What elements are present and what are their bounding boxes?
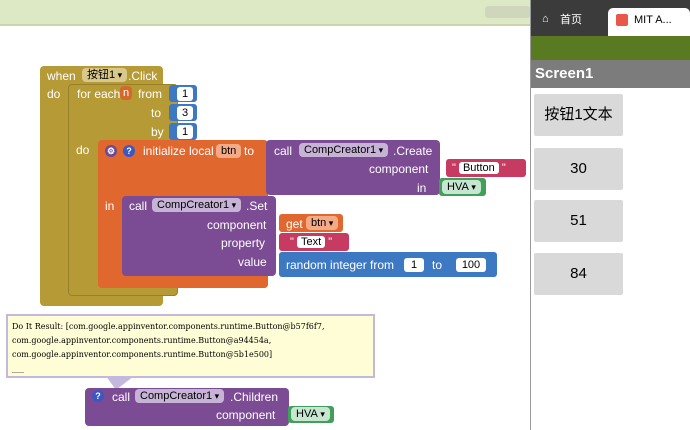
property-string-text: " Text " — [290, 236, 333, 248]
create-param-component: component — [369, 162, 429, 176]
set-method-label: .Set — [246, 199, 268, 213]
get-variable-dropdown[interactable]: btn — [306, 216, 339, 230]
property-string-value[interactable]: Text — [296, 236, 326, 248]
set-param-value: value — [238, 255, 267, 269]
initialize-bottom-bar — [98, 280, 268, 288]
gear-icon[interactable]: ⚙ — [105, 145, 117, 157]
tab-app-label: MIT A... — [634, 14, 672, 26]
children-hva-dropdown[interactable]: HVA — [291, 407, 330, 421]
phone-button-4[interactable]: 84 — [534, 253, 623, 295]
for-each-label: for each — [77, 87, 121, 101]
local-variable-name[interactable]: btn — [216, 144, 242, 158]
event-component-dropdown[interactable]: 按钮1 — [82, 68, 128, 82]
phone-status-bar — [531, 36, 690, 60]
create-param-in: in — [417, 181, 427, 195]
phone-button-2[interactable]: 30 — [534, 148, 623, 190]
create-method-label: .Create — [393, 144, 433, 158]
create-component-dropdown[interactable]: CompCreator1 — [299, 143, 389, 157]
set-call-label: call — [129, 199, 148, 213]
editor-scrollbar[interactable] — [485, 6, 530, 18]
result-line: ___ — [12, 364, 24, 373]
children-param-component: component — [216, 408, 276, 422]
phone-button-3[interactable]: 51 — [534, 200, 623, 242]
screen-title: Screen1 — [535, 65, 594, 82]
init-to-label: to — [244, 144, 255, 158]
random-to-value[interactable]: 100 — [456, 258, 486, 272]
event-do-label: do — [47, 87, 61, 101]
result-line: com.google.appinventor.components.runtim… — [12, 336, 272, 345]
children-call-label: call — [112, 390, 131, 404]
from-label: from — [138, 87, 162, 101]
initialize-local-label: initialize local — [143, 144, 214, 158]
set-component-dropdown[interactable]: CompCreator1 — [152, 198, 242, 212]
phone-button-1[interactable]: 按钮1文本 — [534, 94, 623, 136]
children-method-label: .Children — [230, 390, 279, 404]
help-icon[interactable]: ? — [92, 390, 104, 402]
from-value[interactable]: 1 — [177, 87, 193, 101]
by-value[interactable]: 1 — [177, 125, 193, 139]
screen-title-bar — [531, 60, 690, 88]
help-icon[interactable]: ? — [123, 145, 135, 157]
set-param-component: component — [207, 218, 267, 232]
to-value[interactable]: 3 — [177, 106, 193, 120]
create-string-value[interactable]: Button — [458, 162, 499, 174]
init-in-label: in — [105, 199, 115, 213]
do-it-result-bubble — [6, 314, 375, 378]
set-param-property: property — [221, 236, 266, 250]
event-name-label: .Click — [128, 69, 158, 83]
editor-top-line — [0, 24, 530, 26]
result-line: Do It Result: [com.google.appinventor.co… — [12, 322, 325, 331]
to-label: to — [151, 106, 162, 120]
tab-home[interactable]: ⌂ 首页 — [534, 8, 604, 32]
home-icon: ⌂ — [542, 13, 549, 25]
tab-home-label: 首页 — [560, 14, 582, 26]
result-line: com.google.appinventor.components.runtim… — [12, 350, 273, 359]
loop-variable[interactable]: n — [120, 86, 133, 100]
random-to-label: to — [432, 258, 443, 272]
editor-top-strip — [0, 0, 530, 24]
create-string-text: " Button " — [452, 162, 506, 174]
by-label: by — [151, 125, 164, 139]
random-integer-label: random integer from — [286, 258, 395, 272]
when-label: when — [47, 69, 76, 83]
app-favicon-icon — [616, 14, 628, 26]
loop-do-label: do — [76, 143, 90, 157]
get-label: get — [286, 217, 303, 231]
create-call-label: call — [274, 144, 293, 158]
do-it-result-text: Do It Result: [com.google.appinventor.co… — [12, 320, 372, 376]
bubble-pointer — [106, 376, 134, 390]
create-hva-dropdown[interactable]: HVA — [442, 180, 481, 194]
random-from-value[interactable]: 1 — [404, 258, 424, 272]
children-component-dropdown[interactable]: CompCreator1 — [135, 389, 225, 403]
tab-mit-app[interactable]: MIT A... — [608, 8, 690, 36]
